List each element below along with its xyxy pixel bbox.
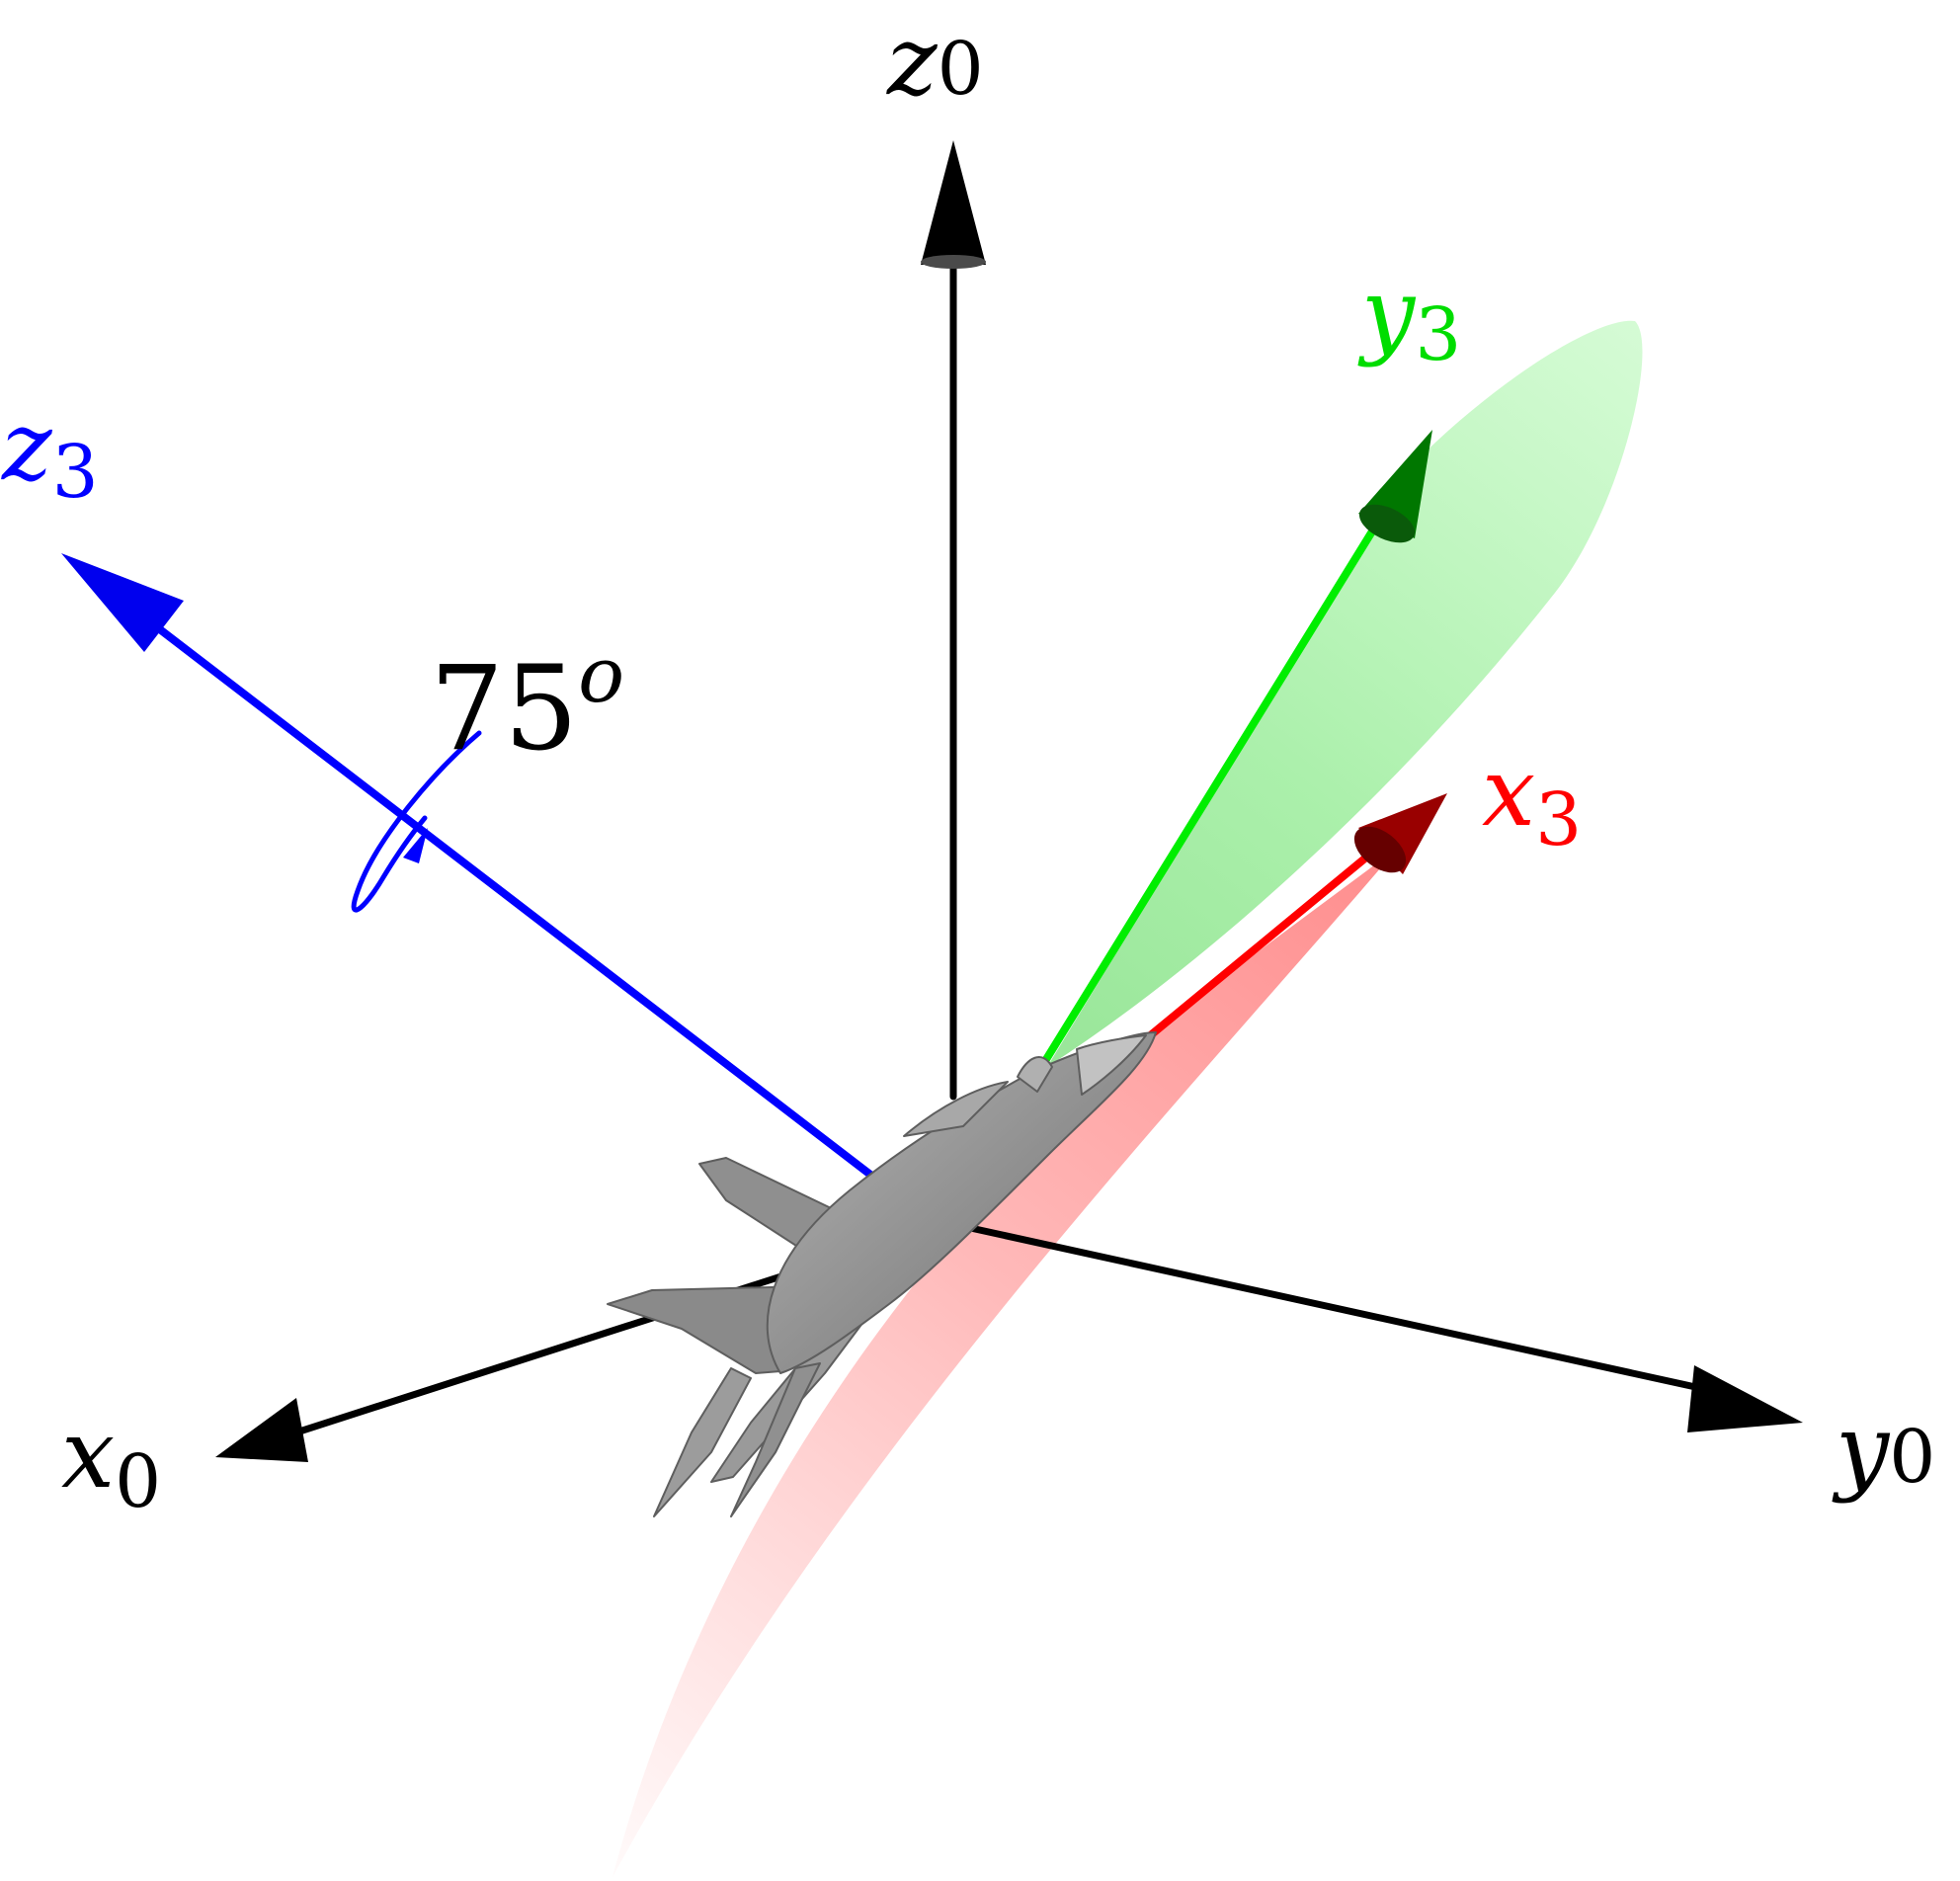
rotation-arrow-icon: [351, 730, 482, 913]
x3-rotation-surface: [612, 848, 1398, 1877]
rotation-angle-label: 75o: [430, 631, 624, 777]
z3-label: z3: [1, 391, 99, 515]
z0-arrowhead: [921, 140, 986, 265]
y3-label: y3: [1357, 258, 1461, 377]
fighter-jet-icon: [607, 1031, 1157, 1517]
x0-arrowhead: [215, 1398, 308, 1462]
x3-arrowhead: [1358, 793, 1447, 874]
x3-label: x3: [1482, 737, 1582, 862]
y3-arrowhead-base: [1358, 504, 1416, 543]
y0-arrowhead: [1687, 1365, 1803, 1432]
x3-axis-line: [1132, 848, 1377, 1051]
x0-label: x0: [61, 1399, 161, 1524]
y3-axis-line: [1028, 510, 1387, 1086]
x3-arrowhead-base: [1353, 826, 1407, 873]
z3-axis-line: [144, 616, 908, 1204]
z0-label: z0: [886, 6, 984, 117]
y0-label: y0: [1832, 1394, 1935, 1505]
z3-arrowhead: [61, 553, 184, 652]
y0-axis-line: [939, 1218, 1713, 1394]
y3-rotation-surface: [1047, 320, 1643, 1067]
z0-arrowhead-base: [921, 255, 986, 269]
